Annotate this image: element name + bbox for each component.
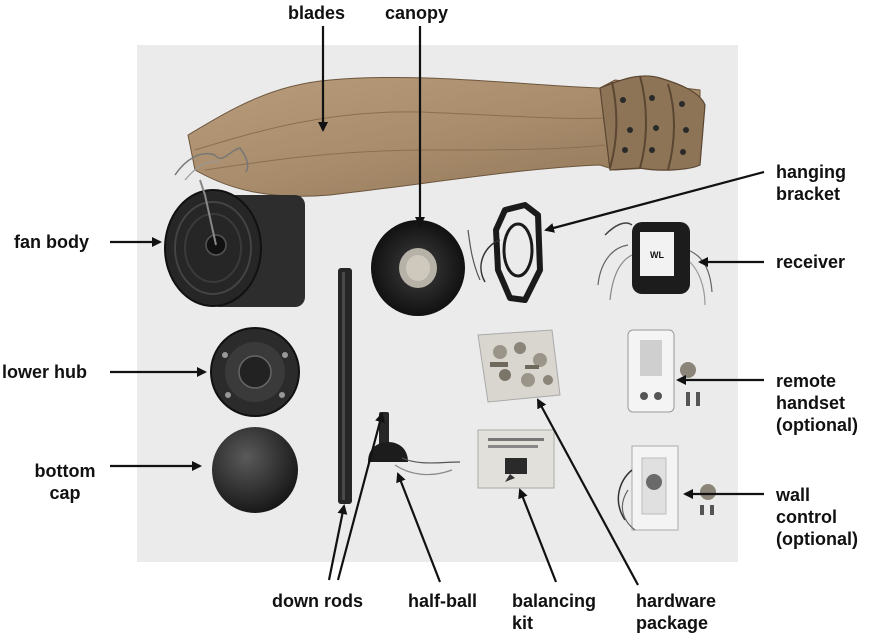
label-down-rods: down rods bbox=[272, 591, 363, 611]
label-blades: blades bbox=[288, 3, 346, 23]
receiver-image: WL bbox=[597, 222, 713, 306]
arrow-down-rods-1 bbox=[327, 504, 348, 581]
arrow-hardware-package bbox=[537, 398, 639, 586]
canopy-image bbox=[371, 220, 465, 316]
leader-arrows bbox=[110, 26, 765, 586]
lower-hub-image bbox=[210, 327, 300, 417]
arrow-down-rods-2 bbox=[336, 412, 385, 581]
receiver-sticker: WL bbox=[650, 250, 664, 260]
arrow-hanging-bracket bbox=[544, 170, 765, 233]
blades-image bbox=[187, 75, 706, 197]
label-receiver: receiver bbox=[776, 252, 846, 272]
bottom-cap-image bbox=[212, 427, 298, 513]
balancing-kit-image bbox=[477, 429, 555, 489]
hardware-package-image bbox=[477, 329, 561, 403]
label-canopy: canopy bbox=[385, 3, 449, 23]
arrow-balancing-kit bbox=[518, 488, 558, 583]
label-fan-body: fan body bbox=[14, 232, 89, 252]
hanging-bracket-image bbox=[467, 202, 543, 303]
remote-handset-image bbox=[627, 329, 700, 413]
wall-control-image bbox=[617, 445, 716, 531]
label-half-ball: half-ball bbox=[408, 591, 478, 611]
arrow-half-ball bbox=[396, 472, 442, 583]
fan-body-image bbox=[164, 147, 305, 307]
label-lower-hub: lower hub bbox=[2, 362, 87, 382]
half-ball-image bbox=[368, 442, 461, 476]
